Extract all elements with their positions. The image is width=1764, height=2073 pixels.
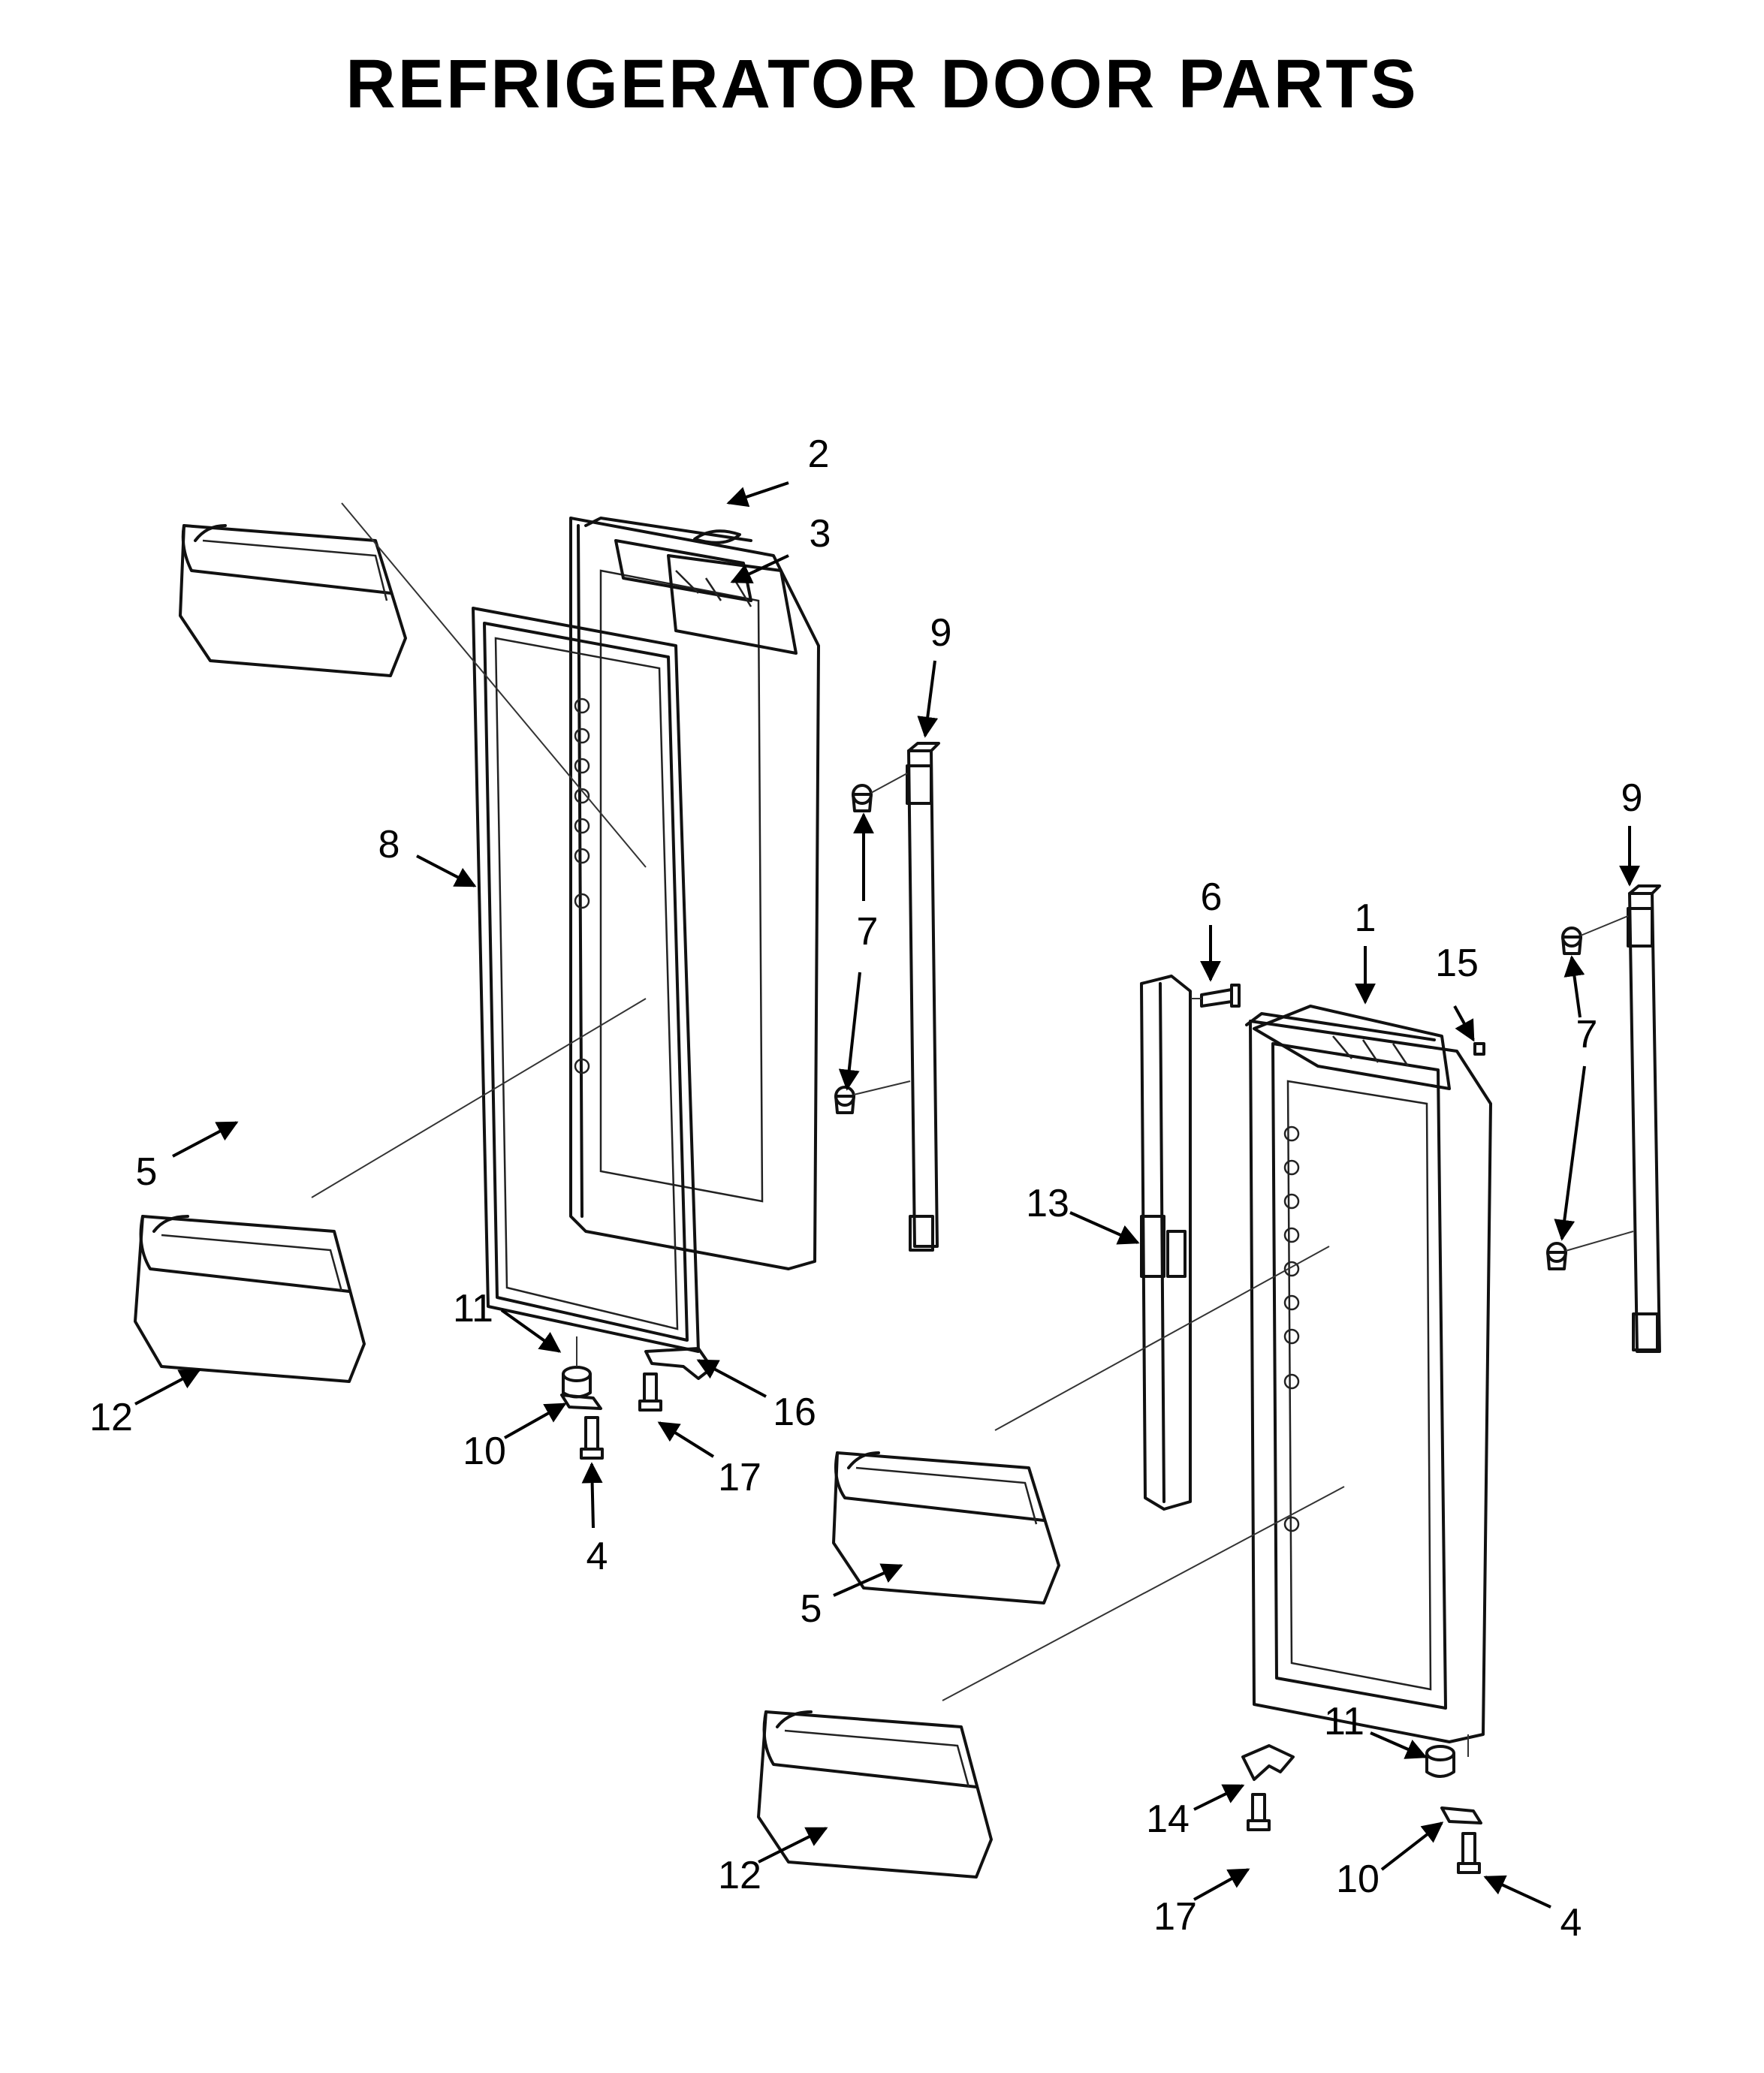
left-hinge-plate	[560, 1394, 602, 1410]
callout-4-left: 4	[586, 1535, 608, 1578]
callout-9-right: 9	[1621, 776, 1643, 820]
right-upper-door-bin	[832, 1246, 1330, 1604]
left-upper-door-bin	[179, 502, 647, 868]
right-door-plug	[1473, 1042, 1485, 1056]
callout-10-right: 10	[1336, 1858, 1380, 1901]
right-hinge-screw	[1457, 1832, 1481, 1874]
callout-10-left: 10	[463, 1430, 506, 1473]
callout-2-upper-left: 2	[808, 432, 830, 476]
callout-17-right: 17	[1153, 1895, 1197, 1939]
right-door-liner	[1245, 1012, 1492, 1743]
page-title: REFRIGERATOR DOOR PARTS	[345, 46, 1419, 122]
right-door-stop-screw	[1247, 1793, 1271, 1831]
right-door-shelf-holes	[1283, 1125, 1300, 1532]
callout-1-right: 1	[1355, 896, 1377, 940]
left-dairy-panel	[667, 554, 798, 655]
callout-7-left: 7	[857, 910, 879, 954]
callout-9-left: 9	[930, 611, 952, 655]
callout-12-right: 12	[718, 1854, 761, 1897]
callout-leaders	[134, 481, 1640, 1909]
callout-13-right: 13	[1026, 1182, 1069, 1225]
left-handle-mount-studs	[834, 773, 911, 1114]
left-door-liner	[569, 517, 820, 1270]
callout-5-left: 5	[136, 1150, 158, 1194]
right-hinge-plate	[1440, 1806, 1482, 1824]
left-hinge-bushing	[562, 1336, 592, 1399]
callout-6-right: 6	[1201, 875, 1223, 919]
left-door-shelf-holes	[574, 698, 590, 1074]
callout-11-right: 11	[1324, 1700, 1364, 1743]
callout-17-left: 17	[718, 1456, 761, 1499]
right-door-stop-bracket	[1241, 1744, 1295, 1781]
callout-12-left: 12	[89, 1396, 133, 1439]
callout-11-left: 11	[453, 1287, 493, 1330]
callout-3-upper-left: 3	[810, 512, 831, 556]
right-lower-door-bin	[757, 1486, 1345, 1879]
right-dairy-panel	[1253, 1005, 1451, 1090]
right-door-handle	[1627, 884, 1661, 1353]
callout-14-right: 14	[1146, 1797, 1190, 1841]
right-door-flipper-mullion	[1140, 975, 1192, 1511]
callout-8-left: 8	[378, 823, 400, 866]
left-door-stop-screw	[638, 1372, 662, 1412]
callout-5-right: 5	[801, 1587, 822, 1631]
right-handle-mount-studs	[1546, 915, 1634, 1270]
callout-4-right: 4	[1560, 1901, 1582, 1945]
left-door-handle	[906, 742, 940, 1252]
left-door-gasket	[472, 607, 700, 1353]
left-lower-door-bin	[134, 998, 647, 1383]
right-mullion-screw	[1191, 984, 1241, 1008]
callout-15-right: 15	[1435, 942, 1479, 985]
left-hinge-screw	[580, 1416, 604, 1460]
callout-7-right: 7	[1576, 1013, 1598, 1056]
left-door-seal-gasket-small	[693, 529, 741, 544]
callout-16-left: 16	[773, 1391, 816, 1434]
